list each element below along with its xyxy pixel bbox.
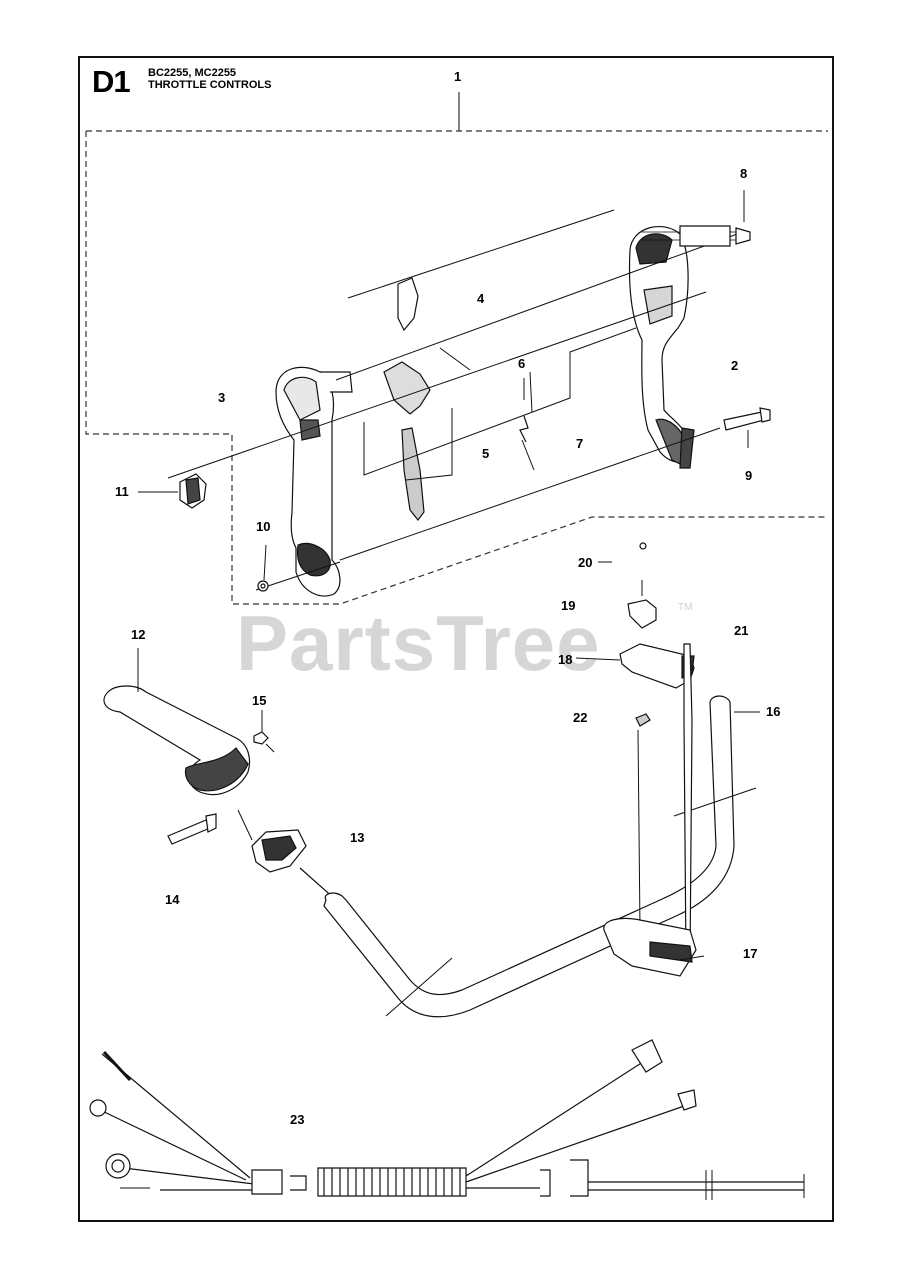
callout-5[interactable]: 5: [482, 446, 490, 461]
watermark-text: PartsTree: [236, 599, 601, 687]
callout-16[interactable]: 16: [766, 704, 781, 719]
grip-12: [103, 648, 251, 796]
callout-1[interactable]: 1: [454, 69, 462, 84]
model-numbers: BC2255, MC2255: [148, 67, 237, 79]
nut-10: [257, 580, 269, 592]
callout-13[interactable]: 13: [350, 830, 365, 845]
assembly-boundary: [85, 92, 828, 605]
clip-11: [138, 473, 207, 509]
callout-17[interactable]: 17: [743, 946, 758, 961]
bolt-14: [167, 813, 217, 845]
callout-23[interactable]: 23: [290, 1112, 305, 1127]
callout-9[interactable]: 9: [745, 468, 753, 483]
callout-6[interactable]: 6: [518, 356, 526, 371]
diagram-frame: [78, 56, 834, 1222]
section-title: THROTTLE CONTROLS: [148, 79, 272, 91]
corrugated-sleeve: [323, 1168, 461, 1196]
callout-8[interactable]: 8: [740, 166, 748, 181]
clamp-13: [237, 809, 307, 873]
watermark-trademark: TM: [678, 602, 693, 613]
callout-14[interactable]: 14: [165, 892, 180, 907]
callout-19[interactable]: 19: [561, 598, 576, 613]
callout-20[interactable]: 20: [578, 555, 593, 570]
throttle-trigger: [383, 277, 431, 521]
callout-18[interactable]: 18: [558, 652, 573, 667]
screw-8: [640, 190, 751, 247]
callout-12[interactable]: 12: [131, 627, 146, 642]
nut-15: [253, 710, 275, 753]
callout-3[interactable]: 3: [218, 390, 226, 405]
callout-11[interactable]: 11: [115, 484, 129, 499]
spring-6: [519, 378, 529, 443]
callout-10[interactable]: 10: [256, 519, 271, 534]
callout-15[interactable]: 15: [252, 693, 267, 708]
screw-9: [723, 407, 771, 448]
callout-4[interactable]: 4: [477, 291, 485, 306]
diagram-code: D1: [92, 64, 131, 99]
leader-lines-handle: [167, 209, 741, 591]
throttle-handle-right: [628, 225, 695, 469]
wire-harness-23: [89, 1039, 805, 1200]
bracket-parts: [575, 542, 705, 977]
callout-21[interactable]: 21: [734, 623, 749, 638]
throttle-handle-left: [275, 366, 353, 597]
callout-7[interactable]: 7: [576, 436, 584, 451]
callout-2[interactable]: 2: [731, 358, 739, 373]
diagram-heading: BC2255, MC2255 THROTTLE CONTROLS: [148, 67, 271, 91]
callout-22[interactable]: 22: [573, 710, 588, 725]
